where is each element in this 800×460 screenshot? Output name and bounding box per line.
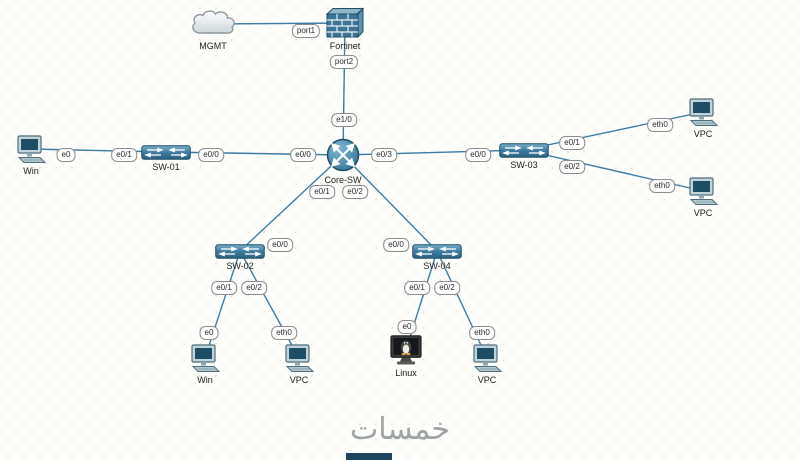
node-vpc-2[interactable] [687, 176, 719, 206]
node-win-2[interactable] [189, 343, 221, 373]
node-label-vpc-2: VPC [693, 207, 713, 218]
interface-label: e0/1 [559, 136, 585, 150]
interface-label: e0/2 [342, 185, 368, 199]
ethernet-switch-icon [412, 243, 462, 259]
link-sw-01-core-sw[interactable] [165, 151, 344, 156]
interface-label: e0/2 [559, 160, 585, 174]
interface-label: e0/0 [267, 238, 293, 252]
pc-icon [17, 134, 47, 163]
node-label-sw-01: SW-01 [152, 161, 180, 172]
link-core-sw-sw-03[interactable] [342, 149, 525, 156]
interface-label: e0/0 [383, 238, 409, 252]
pc-icon [473, 343, 503, 372]
interface-label: e1/0 [331, 113, 357, 127]
interface-label: eth0 [649, 179, 675, 193]
link-sw-04-vpc-4[interactable] [436, 250, 488, 359]
linux-icon [390, 334, 422, 364]
node-sw-01[interactable] [141, 144, 191, 160]
interface-label: e0/2 [241, 281, 267, 295]
interface-label: e0/2 [434, 281, 460, 295]
node-label-win-2: Win [197, 374, 213, 385]
ethernet-switch-icon [215, 243, 265, 259]
node-label-vpc-3: VPC [289, 374, 309, 385]
link-sw-03-vpc-2[interactable] [523, 149, 704, 192]
node-sw-03[interactable] [499, 142, 549, 158]
node-label-sw-04: SW-04 [423, 260, 451, 271]
node-win-1[interactable] [15, 134, 47, 164]
link-core-sw-sw-02[interactable] [239, 154, 344, 252]
cloud-icon [192, 10, 235, 34]
interface-label: port1 [291, 24, 321, 38]
node-label-win-1: Win [23, 165, 39, 176]
node-sw-04[interactable] [412, 243, 462, 259]
link-sw-02-vpc-3[interactable] [239, 250, 300, 359]
node-label-core-sw: Core-SW [324, 175, 362, 185]
link-sw-03-vpc-1[interactable] [523, 111, 704, 151]
watermark-text: خمسات [349, 412, 451, 447]
interface-label: e0 [199, 326, 219, 340]
node-label-vpc-1: VPC [693, 128, 713, 139]
pc-icon [191, 343, 221, 372]
interface-label: eth0 [469, 326, 495, 340]
node-label-fortinet: Fortinet [329, 41, 361, 51]
multilayer-switch-icon [326, 138, 360, 172]
interface-label: e0/0 [465, 148, 491, 162]
node-vpc-3[interactable] [283, 343, 315, 373]
interface-label: e0/1 [309, 185, 335, 199]
interface-label: e0 [397, 320, 417, 334]
link-sw-02-win-2[interactable] [204, 250, 241, 359]
node-vpc-4[interactable] [471, 343, 503, 373]
node-sw-02[interactable] [215, 243, 265, 259]
node-label-vpc-4: VPC [477, 374, 497, 385]
node-label-mgmt: MGMT [199, 41, 227, 51]
interface-label: e0/3 [371, 148, 397, 162]
firewall-icon [326, 7, 364, 39]
link-core-sw-sw-04[interactable] [342, 154, 438, 252]
node-label-sw-03: SW-03 [510, 159, 538, 170]
ethernet-switch-icon [499, 142, 549, 158]
interface-label: port2 [329, 55, 359, 69]
interface-label: e0/1 [211, 281, 237, 295]
taskbar-fragment [346, 453, 392, 460]
node-mgmt[interactable] [189, 9, 237, 39]
pc-icon [285, 343, 315, 372]
node-vpc-1[interactable] [687, 97, 719, 127]
node-core-sw[interactable] [325, 137, 361, 173]
node-label-sw-02: SW-02 [226, 260, 254, 271]
interface-label: e0/1 [111, 148, 137, 162]
pc-icon [689, 97, 719, 126]
interface-label: e0/1 [404, 281, 430, 295]
interface-label: e0/0 [290, 148, 316, 162]
node-label-linux: Linux [395, 367, 417, 378]
interface-label: eth0 [271, 326, 297, 340]
link-fortinet-core-sw[interactable] [342, 22, 346, 156]
pc-icon [689, 176, 719, 205]
node-linux[interactable] [389, 334, 423, 366]
node-fortinet[interactable] [326, 7, 364, 39]
interface-label: eth0 [647, 118, 673, 132]
interface-label: e0 [56, 148, 76, 162]
interface-label: e0/0 [198, 148, 224, 162]
link-mgmt-fortinet[interactable] [212, 22, 346, 25]
ethernet-switch-icon [141, 144, 191, 160]
